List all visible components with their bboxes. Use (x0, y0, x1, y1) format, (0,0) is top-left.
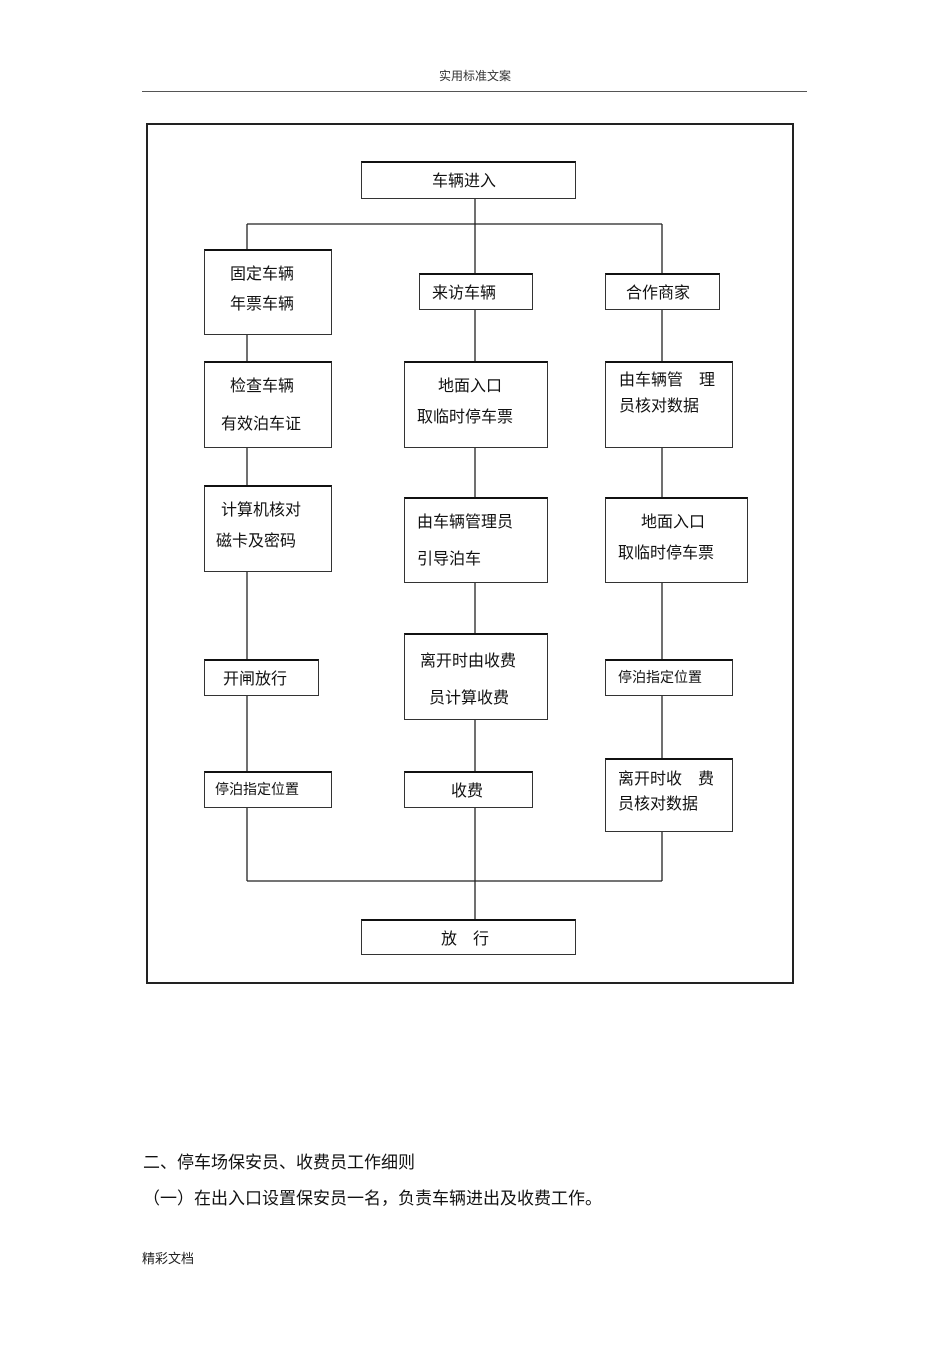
step-ground-entrance-partner: 地面入口 取临时停车票 (605, 497, 748, 583)
step-line: 员核对数据 (618, 794, 699, 813)
step-exit-verify: 离开时收 费 员核对数据 (605, 758, 733, 832)
category-partner-merchants: 合作商家 (605, 273, 720, 310)
step-line: 离开时收 费 (618, 769, 715, 788)
step-line: 员计算收费 (429, 688, 510, 707)
step-line: 员核对数据 (619, 396, 700, 415)
category-visitor-vehicles: 来访车辆 (419, 273, 533, 310)
step-line: 计算机核对 (221, 500, 302, 519)
category-line: 来访车辆 (432, 283, 497, 302)
end-node-label: 放 行 (441, 929, 490, 948)
start-node-label: 车辆进入 (432, 171, 497, 190)
paragraph: （一）在出入口设置保安员一名，负责车辆进出及收费工作。 (143, 1189, 602, 1209)
step-line: 取临时停车票 (417, 407, 514, 426)
step-charge-fee: 收费 (404, 771, 533, 808)
header-divider (142, 91, 807, 92)
step-line: 收费 (451, 781, 484, 800)
end-node: 放 行 (361, 919, 576, 955)
step-manager-verify: 由车辆管 理 员核对数据 (605, 361, 733, 448)
step-line: 由车辆管 理 (619, 370, 716, 389)
category-line: 合作商家 (626, 283, 691, 302)
step-computer-verify: 计算机核对 磁卡及密码 (204, 485, 332, 572)
step-line: 停泊指定位置 (215, 782, 299, 798)
category-fixed-vehicles: 固定车辆 年票车辆 (204, 249, 332, 335)
step-guided-parking: 由车辆管理员 引导泊车 (404, 497, 548, 583)
step-line: 磁卡及密码 (216, 531, 297, 550)
page-footer: 精彩文档 (142, 1252, 195, 1267)
step-line: 引导泊车 (417, 549, 482, 568)
step-line: 离开时由收费 (420, 651, 517, 670)
step-line: 开闸放行 (223, 669, 288, 688)
step-check-vehicle: 检查车辆 有效泊车证 (204, 361, 332, 448)
step-line: 地面入口 (438, 376, 503, 395)
flowchart-frame (146, 123, 794, 984)
start-node: 车辆进入 (361, 161, 576, 199)
section-heading: 二、停车场保安员、收费员工作细则 (143, 1153, 415, 1173)
step-line: 地面入口 (641, 512, 706, 531)
category-line: 年票车辆 (230, 294, 295, 313)
step-calculate-fee: 离开时由收费 员计算收费 (404, 633, 548, 720)
step-line: 取临时停车票 (618, 543, 715, 562)
step-line: 有效泊车证 (221, 414, 302, 433)
step-line: 由车辆管理员 (417, 512, 514, 531)
step-line: 检查车辆 (230, 376, 295, 395)
step-park-designated: 停泊指定位置 (204, 771, 332, 808)
step-line: 停泊指定位置 (618, 670, 702, 686)
category-line: 固定车辆 (230, 264, 295, 283)
step-open-gate: 开闸放行 (204, 659, 319, 696)
step-park-designated-partner: 停泊指定位置 (605, 659, 733, 696)
step-ground-entrance: 地面入口 取临时停车票 (404, 361, 548, 448)
page-header: 实用标准文案 (438, 69, 511, 83)
